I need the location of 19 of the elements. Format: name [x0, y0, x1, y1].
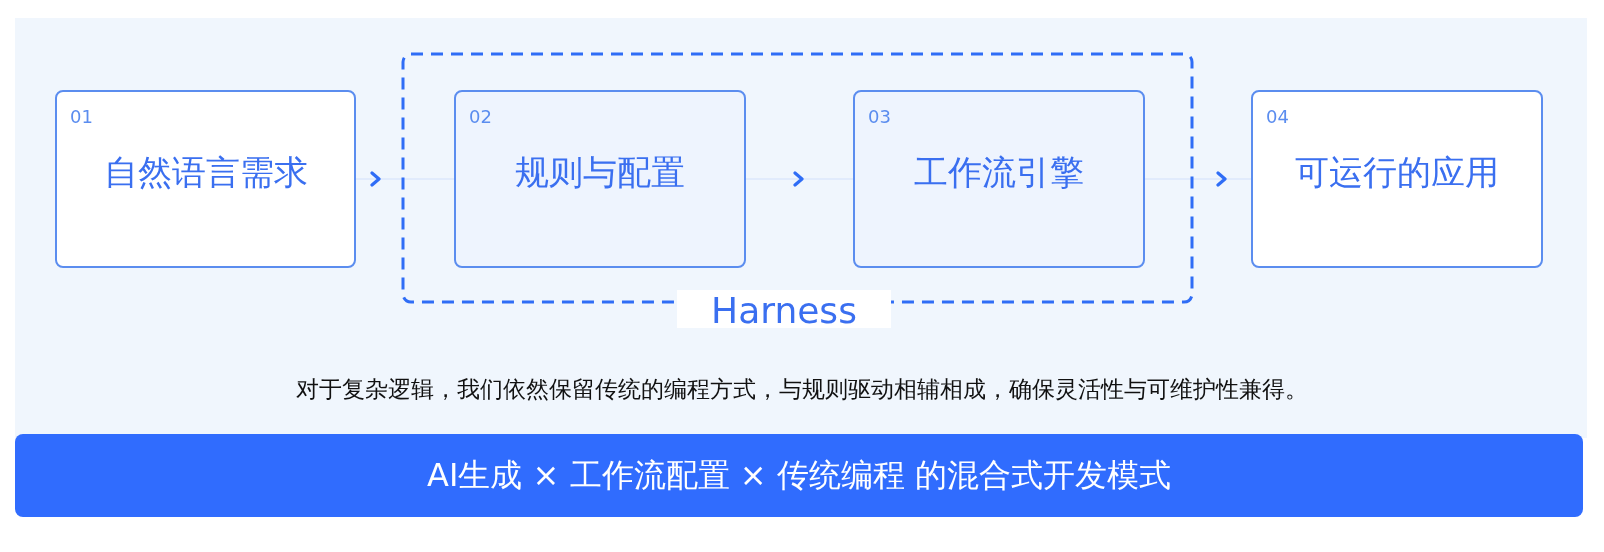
step-card	[853, 90, 1145, 268]
description-text: 对于复杂逻辑，我们依然保留传统的编程方式，与规则驱动相辅相成，确保灵活性与可维护性兼得。	[295, 375, 1309, 404]
step-title: 规则与配置	[514, 151, 686, 194]
step-card	[1251, 90, 1543, 268]
step-title: 自然语言需求	[102, 151, 309, 194]
step-number: 02	[469, 106, 492, 127]
step-title: 工作流引擎	[913, 151, 1085, 194]
chevron-arrow	[355, 171, 455, 187]
step-card	[454, 90, 746, 268]
banner-text: AI生成 × 工作流配置 × 传统编程 的混合式开发模式	[427, 454, 1171, 496]
chevron-arrow	[1144, 171, 1252, 187]
group-label: Harness	[677, 290, 891, 328]
step-number: 01	[70, 106, 93, 127]
step-number: 03	[868, 106, 891, 127]
chevron-arrow	[745, 171, 854, 187]
step-number: 04	[1266, 106, 1289, 127]
banner-bar	[15, 434, 1583, 517]
step-title: 可运行的应用	[1294, 151, 1500, 194]
step-card	[55, 90, 356, 268]
